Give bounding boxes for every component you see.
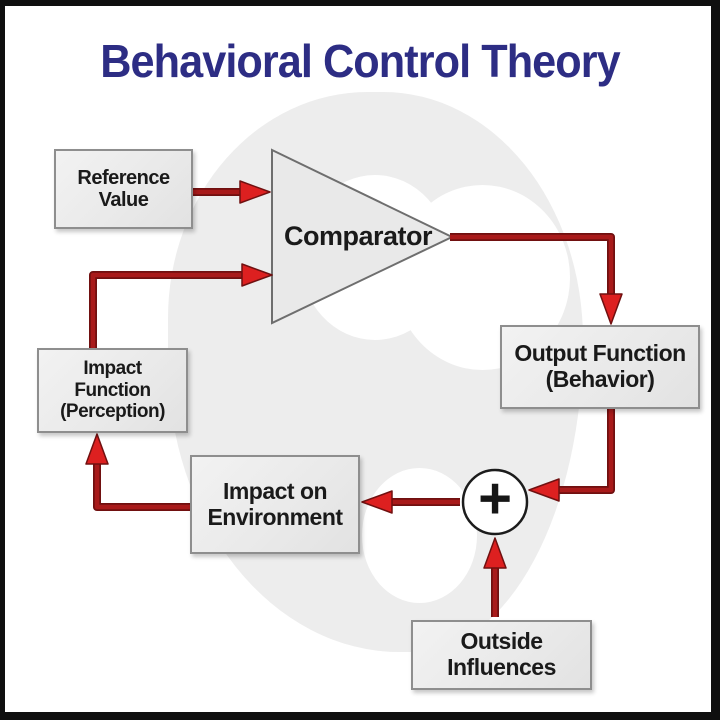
node-label: Outside xyxy=(460,628,543,655)
arrow-output-to-sum-casing xyxy=(556,407,615,494)
comparator-triangle xyxy=(271,148,455,325)
node-output-function: Output Function (Behavior) xyxy=(500,325,700,409)
node-label: Impact on xyxy=(222,477,328,504)
arrow-environment-to-perception xyxy=(94,461,190,510)
arrow-perception-to-comparator-casing xyxy=(89,271,245,348)
node-impact-function: Impact Function (Perception) xyxy=(37,348,188,433)
arrowhead-output-to-sum xyxy=(528,478,560,502)
arrow-perception-to-comparator xyxy=(90,272,245,348)
node-label: (Behavior) xyxy=(545,366,655,392)
arrowhead-comparator-to-output xyxy=(599,293,623,325)
node-comparator-label: Comparator xyxy=(283,221,433,251)
node-outside-influences: Outside Influences xyxy=(411,620,592,690)
node-label: (Perception) xyxy=(60,401,165,423)
arrowhead-reference-to-comparator xyxy=(239,180,271,204)
arrowhead-outside-to-sum xyxy=(483,537,507,569)
summing-junction-circle xyxy=(461,468,529,536)
arrowhead-perception-to-comparator xyxy=(241,263,273,287)
arrow-output-to-sum xyxy=(556,407,614,493)
node-label: Impact xyxy=(83,357,142,379)
node-label: Function xyxy=(74,379,151,401)
summing-junction-plus: + xyxy=(478,465,512,531)
node-label: Influences xyxy=(447,654,556,680)
node-reference-value: Reference Value xyxy=(54,149,193,229)
arrow-comparator-to-output xyxy=(450,234,614,297)
node-label: Reference xyxy=(77,166,170,189)
arrow-environment-to-perception-casing xyxy=(93,461,190,511)
arrowhead-environment-to-perception xyxy=(85,433,109,465)
arrowhead-sum-to-environment xyxy=(361,490,393,514)
page-title: Behavioral Control Theory xyxy=(100,35,620,87)
arrow-comparator-to-output-casing xyxy=(450,233,615,297)
node-impact-environment: Impact on Environment xyxy=(190,455,360,554)
node-label: Value xyxy=(98,189,149,211)
node-label: Environment xyxy=(207,503,343,530)
node-label: Output Function xyxy=(514,340,686,367)
